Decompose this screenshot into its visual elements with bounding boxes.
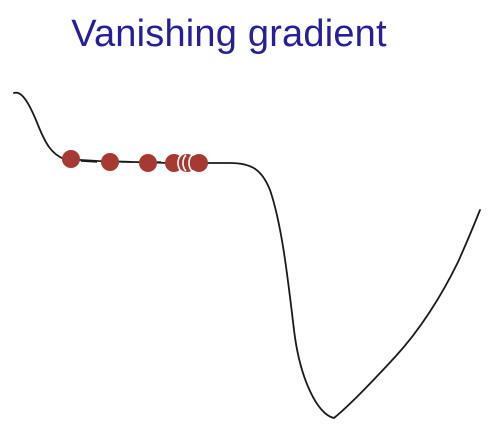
motion-dashes [80, 160, 161, 163]
page-title: Vanishing gradient [71, 13, 387, 55]
gradient-step-ball [190, 154, 208, 172]
gradient-step-ball [62, 150, 80, 168]
ball-separator [182, 154, 187, 172]
ball-overlap-separators [177, 154, 193, 172]
gradient-step-ball [101, 153, 119, 171]
gradient-step-ball [139, 154, 157, 172]
loss-landscape-curve [13, 91, 481, 419]
motion-dash [80, 160, 98, 163]
ball-separator [177, 154, 182, 172]
ball-separator [188, 154, 193, 172]
